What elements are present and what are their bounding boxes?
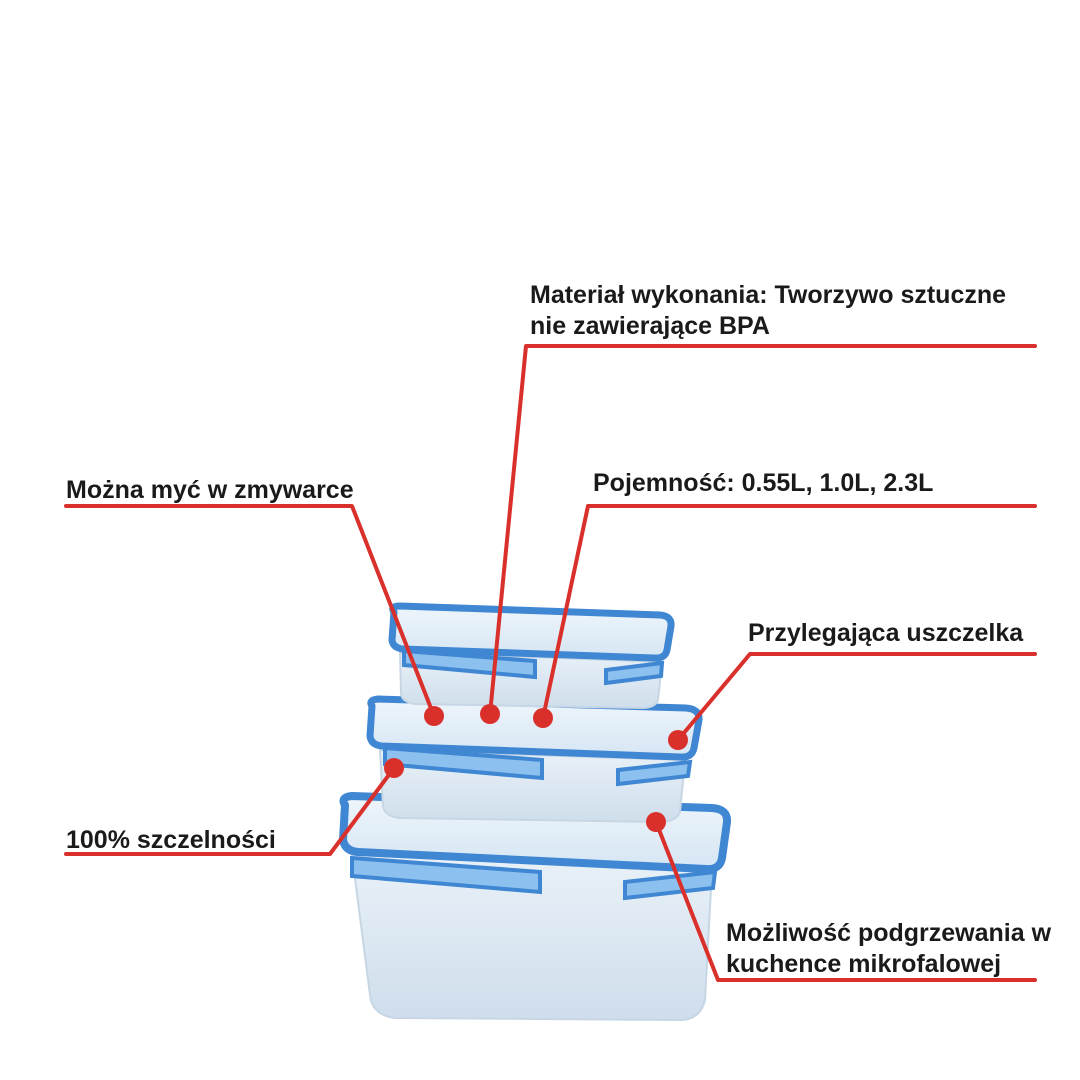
callout-label-material: Materiał wykonania: Tworzywo sztuczne ni… xyxy=(530,280,1006,342)
container-small-lid xyxy=(388,602,675,662)
callout-line-dishwasher xyxy=(64,504,436,718)
callout-dot-microwave xyxy=(646,812,666,832)
callout-line-microwave xyxy=(654,820,1037,982)
callout-dot-material xyxy=(480,704,500,724)
callout-label-material-line-1: Materiał wykonania: Tworzywo sztuczne xyxy=(530,281,1007,309)
callout-line-material xyxy=(488,344,1037,716)
callout-line-airtight xyxy=(64,766,396,856)
callout-label-microwave-line-2: kuchence mikrofalowej xyxy=(726,950,1002,978)
container-large-clip-side xyxy=(623,869,718,901)
container-medium-clip-front xyxy=(383,745,544,781)
container-medium xyxy=(366,695,703,824)
container-small-clip-front xyxy=(402,648,537,680)
container-small xyxy=(388,602,675,710)
callout-label-microwave-line-1: Możliwość podgrzewania w xyxy=(726,919,1052,947)
callout-label-airtight: 100% szczelności xyxy=(66,826,276,854)
container-small-clip-side xyxy=(604,660,665,686)
callout-line-gasket xyxy=(676,652,1037,742)
callout-label-dishwasher: Można myć w zmywarce xyxy=(66,476,354,504)
container-medium-clip-side xyxy=(616,759,693,787)
container-large-body xyxy=(350,853,714,1022)
callout-label-gasket: Przylegająca uszczelka xyxy=(748,619,1024,647)
callout-label-material-line-2: nie zawierające BPA xyxy=(530,312,770,340)
callout-dot-dishwasher xyxy=(424,706,444,726)
callout-dot-capacity xyxy=(533,708,553,728)
container-large xyxy=(339,792,732,1022)
container-large-clip-front xyxy=(350,855,542,895)
callout-dot-gasket xyxy=(668,730,688,750)
callout-dot-airtight xyxy=(384,758,404,778)
callout-line-capacity xyxy=(541,504,1037,720)
callout-label-capacity: Pojemność: 0.55L, 1.0L, 2.3L xyxy=(593,469,934,497)
container-medium-lid xyxy=(366,695,703,761)
callout-label-microwave: Możliwość podgrzewania w kuchence mikrof… xyxy=(726,918,1051,980)
